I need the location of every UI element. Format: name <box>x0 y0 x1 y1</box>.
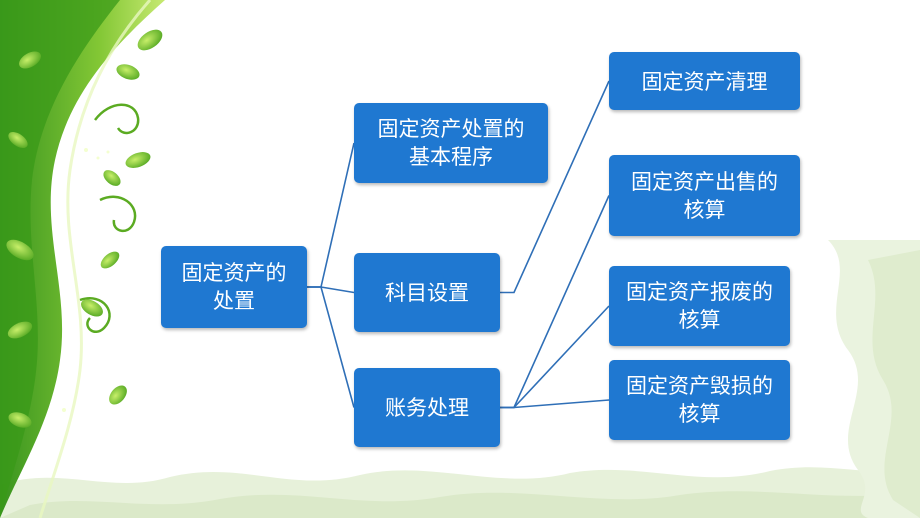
connector-line <box>500 80 610 294</box>
grunge-texture-bottom <box>0 467 920 518</box>
connector-line <box>500 195 610 409</box>
connector-line <box>307 286 355 408</box>
level1-node-basic-procedure: 固定资产处置的 基本程序 <box>354 103 548 183</box>
level2-node-scrap-accounting: 固定资产报废的 核算 <box>609 266 790 346</box>
level2-node-sale-accounting: 固定资产出售的 核算 <box>609 155 800 236</box>
root-node: 固定资产的 处置 <box>161 246 307 328</box>
connector-line <box>307 286 355 294</box>
connector-line <box>500 305 610 409</box>
level1-node-accounting-treatment: 账务处理 <box>354 368 500 447</box>
level2-node-damage-accounting: 固定资产毁损的 核算 <box>609 360 790 440</box>
green-vine-icon <box>0 0 165 518</box>
level2-node-fixed-asset-clearing: 固定资产清理 <box>609 52 800 110</box>
connector-line <box>307 142 355 288</box>
level1-node-account-setup: 科目设置 <box>354 253 500 332</box>
grunge-texture-right <box>828 240 920 518</box>
connector-line <box>500 399 610 409</box>
